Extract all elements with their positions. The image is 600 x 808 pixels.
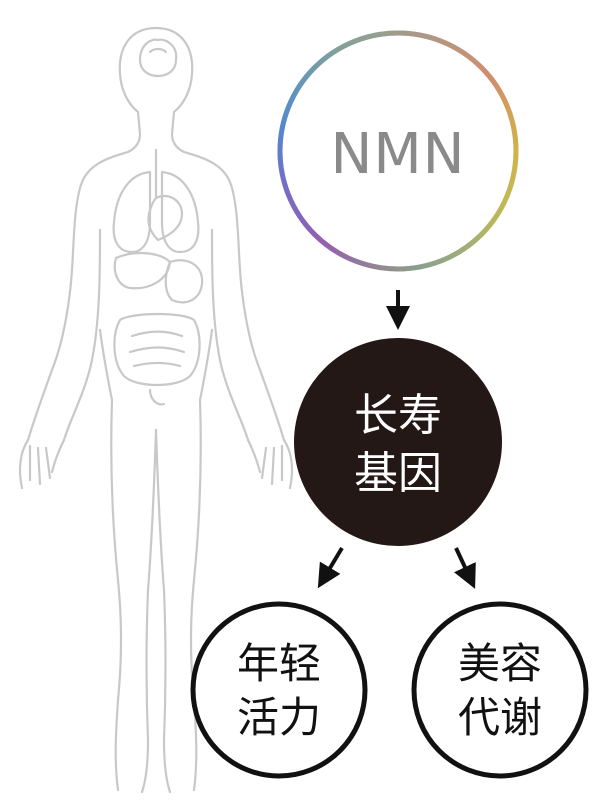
youth-vitality-line1: 年轻: [237, 639, 321, 688]
longevity-gene-line2: 基因: [354, 448, 442, 499]
human-body-outline-icon: [18, 26, 294, 794]
beauty-metabolism-line2: 代谢: [458, 693, 542, 742]
connectors: [317, 290, 476, 589]
nmn-node: NMN: [277, 30, 519, 272]
arrow-gene-to-youth: [317, 546, 344, 589]
beauty-metabolism-line1: 美容: [458, 639, 542, 688]
youth-vitality-line2: 活力: [237, 693, 321, 742]
beauty-metabolism-node: 美容 代谢: [411, 601, 589, 779]
longevity-gene-line1: 长寿: [354, 390, 442, 441]
youth-vitality-node: 年轻 活力: [190, 601, 368, 779]
arrow-gene-to-beauty: [454, 547, 476, 589]
nmn-label: NMN: [330, 122, 465, 187]
longevity-gene-node: 长寿 基因: [294, 338, 502, 546]
